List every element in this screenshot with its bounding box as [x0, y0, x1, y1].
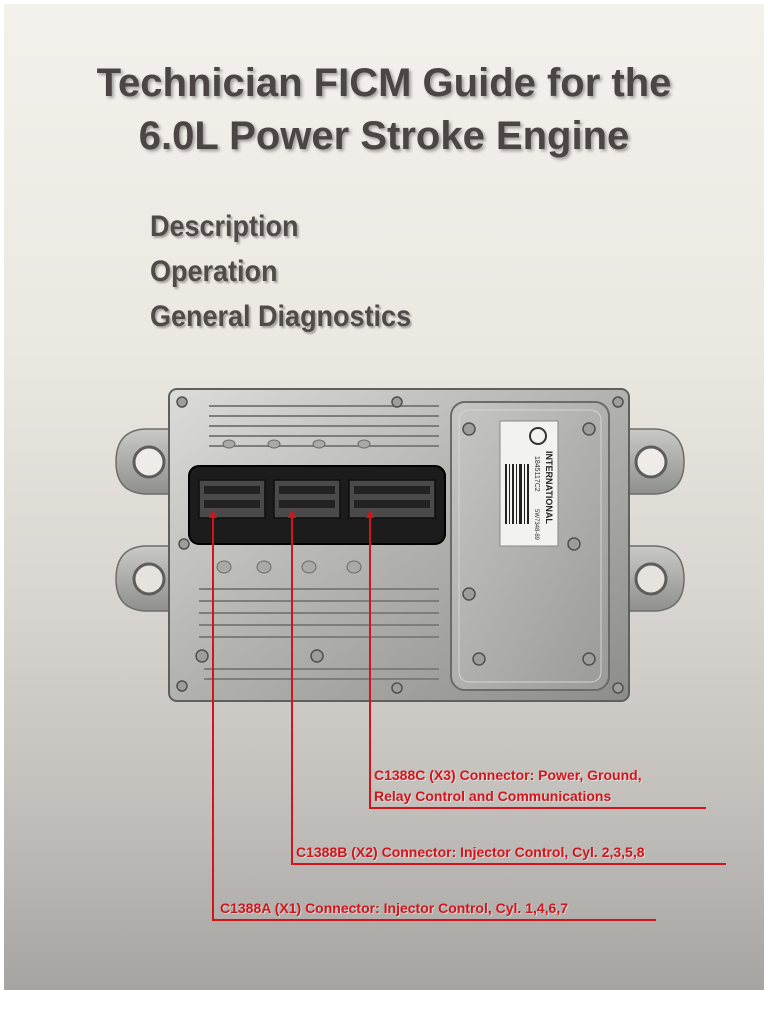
connector-x2 — [273, 479, 341, 519]
cover-title-line-2: 6.0L Power Stroke Engine — [138, 114, 630, 158]
label-serial: 5W7348-89 — [533, 509, 539, 541]
topic-description: Description — [150, 210, 299, 243]
bolts — [176, 396, 624, 694]
housing-bumps — [216, 439, 371, 574]
callout-x3-line-2: Relay Control and Communications — [374, 788, 612, 804]
cooling-fins-bottom — [199, 588, 439, 680]
connector-x1 — [198, 479, 266, 519]
callout-x3-line-1: C1388C (X3) Connector: Power, Ground, — [374, 767, 642, 783]
callout-x2: C1388B (X2) Connector: Injector Control,… — [296, 844, 645, 860]
callout-x1: C1388A (X1) Connector: Injector Control,… — [220, 900, 569, 916]
connector-x3 — [348, 479, 436, 519]
topic-operation: Operation — [150, 255, 278, 288]
mounting-ears — [115, 428, 685, 612]
product-label: 1845117C2 INTERNATIONAL 5W7348-89 — [499, 420, 559, 547]
label-part-number: 1845117C2 — [533, 456, 540, 492]
cover-title-line-1: Technician FICM Guide for the — [96, 61, 672, 105]
manual-cover: Technician FICM Guide for the 6.0L Power… — [4, 4, 764, 990]
callout-leaders — [212, 514, 726, 921]
label-brand: INTERNATIONAL — [544, 451, 554, 524]
topic-general-diagnostics: General Diagnostics — [150, 300, 412, 333]
ficm-module-photo: 1845117C2 INTERNATIONAL 5W7348-89 — [115, 388, 726, 921]
